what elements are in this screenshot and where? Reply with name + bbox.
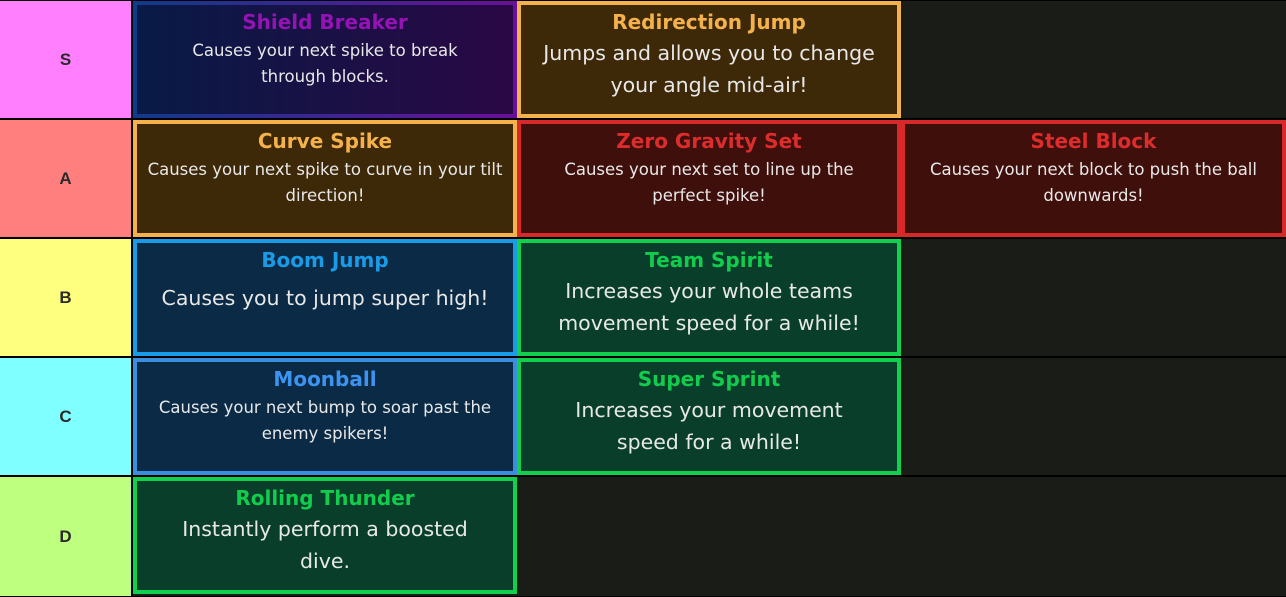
card-title: Redirection Jump	[612, 10, 806, 34]
card-title: Team Spirit	[645, 248, 773, 272]
card-desc: Jumps and allows you to change your angl…	[543, 41, 875, 97]
tier-label: S	[0, 1, 131, 118]
card-desc: Causes your next set to line up the perf…	[564, 160, 854, 205]
card-desc: Instantly perform a boosted dive.	[182, 517, 468, 573]
card-title: Curve Spike	[257, 129, 393, 153]
card-desc: Causes your next spike to break through …	[192, 41, 458, 86]
card-desc: Increases your whole teams movement spee…	[558, 279, 860, 335]
tier-label: B	[0, 239, 131, 356]
card-title: Rolling Thunder	[235, 486, 415, 510]
card-title: Steel Block	[1030, 129, 1157, 153]
card-title: Zero Gravity Set	[616, 129, 802, 153]
card-desc: Increases your movement speed for a whil…	[575, 398, 843, 454]
card-desc: Causes you to jump super high!	[161, 286, 489, 310]
card-title: Moonball	[273, 367, 377, 391]
card-title: Shield Breaker	[242, 10, 408, 34]
card-title: Super Sprint	[637, 367, 781, 391]
tier-label: A	[0, 120, 131, 237]
tier-label: D	[0, 477, 131, 596]
tier-label: C	[0, 358, 131, 475]
card-desc: Causes your next spike to curve in your …	[147, 160, 503, 205]
card-desc: Causes your next bump to soar past the e…	[158, 398, 492, 443]
card-title: Boom Jump	[261, 248, 389, 272]
card-desc: Causes your next block to push the ball …	[930, 160, 1257, 205]
